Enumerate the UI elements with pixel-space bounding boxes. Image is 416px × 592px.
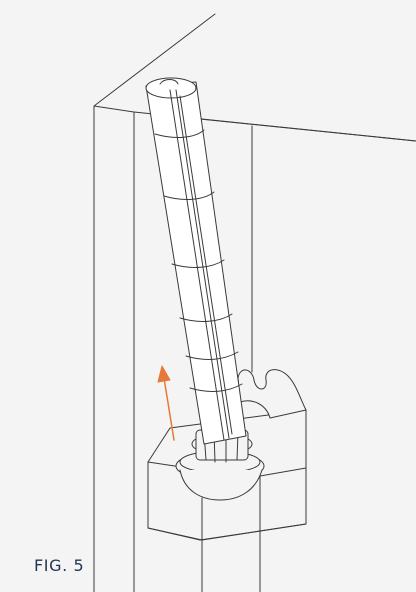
upward-arrow xyxy=(157,365,175,441)
flange-collar xyxy=(175,429,265,501)
pole xyxy=(145,77,247,445)
figure-label: FIG. 5 xyxy=(34,556,85,575)
